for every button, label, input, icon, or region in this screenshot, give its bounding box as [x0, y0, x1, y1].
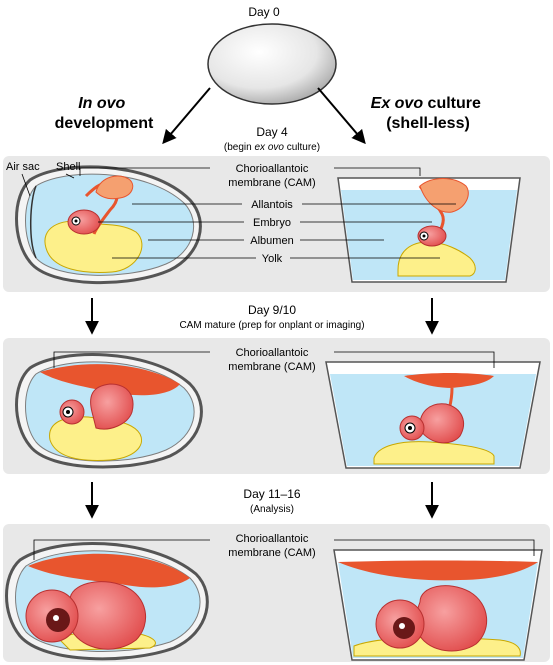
- shell-label: Shell: [56, 161, 80, 173]
- day910-note: CAM mature (prep for onplant or imaging): [179, 320, 364, 331]
- day0-label: Day 0: [248, 5, 280, 19]
- ex-ovo-bowl-day4: [337, 177, 521, 283]
- in-ovo-header: In ovo development: [55, 95, 154, 132]
- day1116-label: Day 11–16: [243, 487, 300, 501]
- ex-ovo-bowl-day910: [325, 361, 541, 469]
- day4-note-em: ex ovo: [254, 142, 284, 153]
- day1116-note: (Analysis): [250, 504, 294, 515]
- arrow-to-ex-ovo: [317, 87, 366, 145]
- ex-ovo-header: Ex ovo culture (shell-less): [371, 95, 486, 132]
- cam-label-day910-line1: Chorioallantoic: [236, 347, 309, 359]
- cam-bracket-day910: [53, 351, 495, 368]
- air-sac-leader: [21, 173, 31, 197]
- embryo-label: Embryo: [253, 217, 291, 229]
- yolk-label: Yolk: [262, 253, 283, 265]
- in-ovo-header-line2: development: [55, 115, 154, 132]
- cam-label-day1116-line1: Chorioallantoic: [236, 533, 309, 545]
- day4-label: Day 4: [256, 125, 288, 139]
- ex-ovo-header-em: Ex ovo: [371, 95, 424, 112]
- cam-label-day910-line2: membrane (CAM): [228, 361, 315, 373]
- in-ovo-header-em: In ovo: [78, 95, 125, 112]
- ex-ovo-header-line2: (shell-less): [386, 115, 470, 132]
- air-sac-label: Air sac: [6, 161, 40, 173]
- day4-note-post: culture): [284, 142, 320, 153]
- ex-ovo-bowl-day1116: [333, 549, 543, 661]
- arrow-to-in-ovo: [162, 87, 211, 145]
- whole-egg: [207, 23, 337, 105]
- day4-note-pre: (begin: [224, 142, 255, 153]
- cam-label-day4-line1: Chorioallantoic: [236, 163, 309, 175]
- shell-leader: [65, 173, 75, 179]
- day4-note: (begin ex ovo culture): [224, 142, 320, 153]
- ex-ovo-header-rest: culture: [423, 95, 481, 112]
- day910-label: Day 9/10: [248, 303, 296, 317]
- albumen-label: Albumen: [250, 235, 293, 247]
- in-ovo-egg-day910: [15, 353, 203, 469]
- cam-label-day1116-line2: membrane (CAM): [228, 547, 315, 559]
- in-ovo-egg-day1116: [5, 542, 209, 661]
- allantois-label: Allantois: [251, 199, 293, 211]
- cam-bracket-day4: [79, 167, 421, 176]
- cam-bracket-day1116: [33, 539, 535, 560]
- in-ovo-egg-day4: [15, 165, 202, 285]
- cam-label-day4-line2: membrane (CAM): [228, 177, 315, 189]
